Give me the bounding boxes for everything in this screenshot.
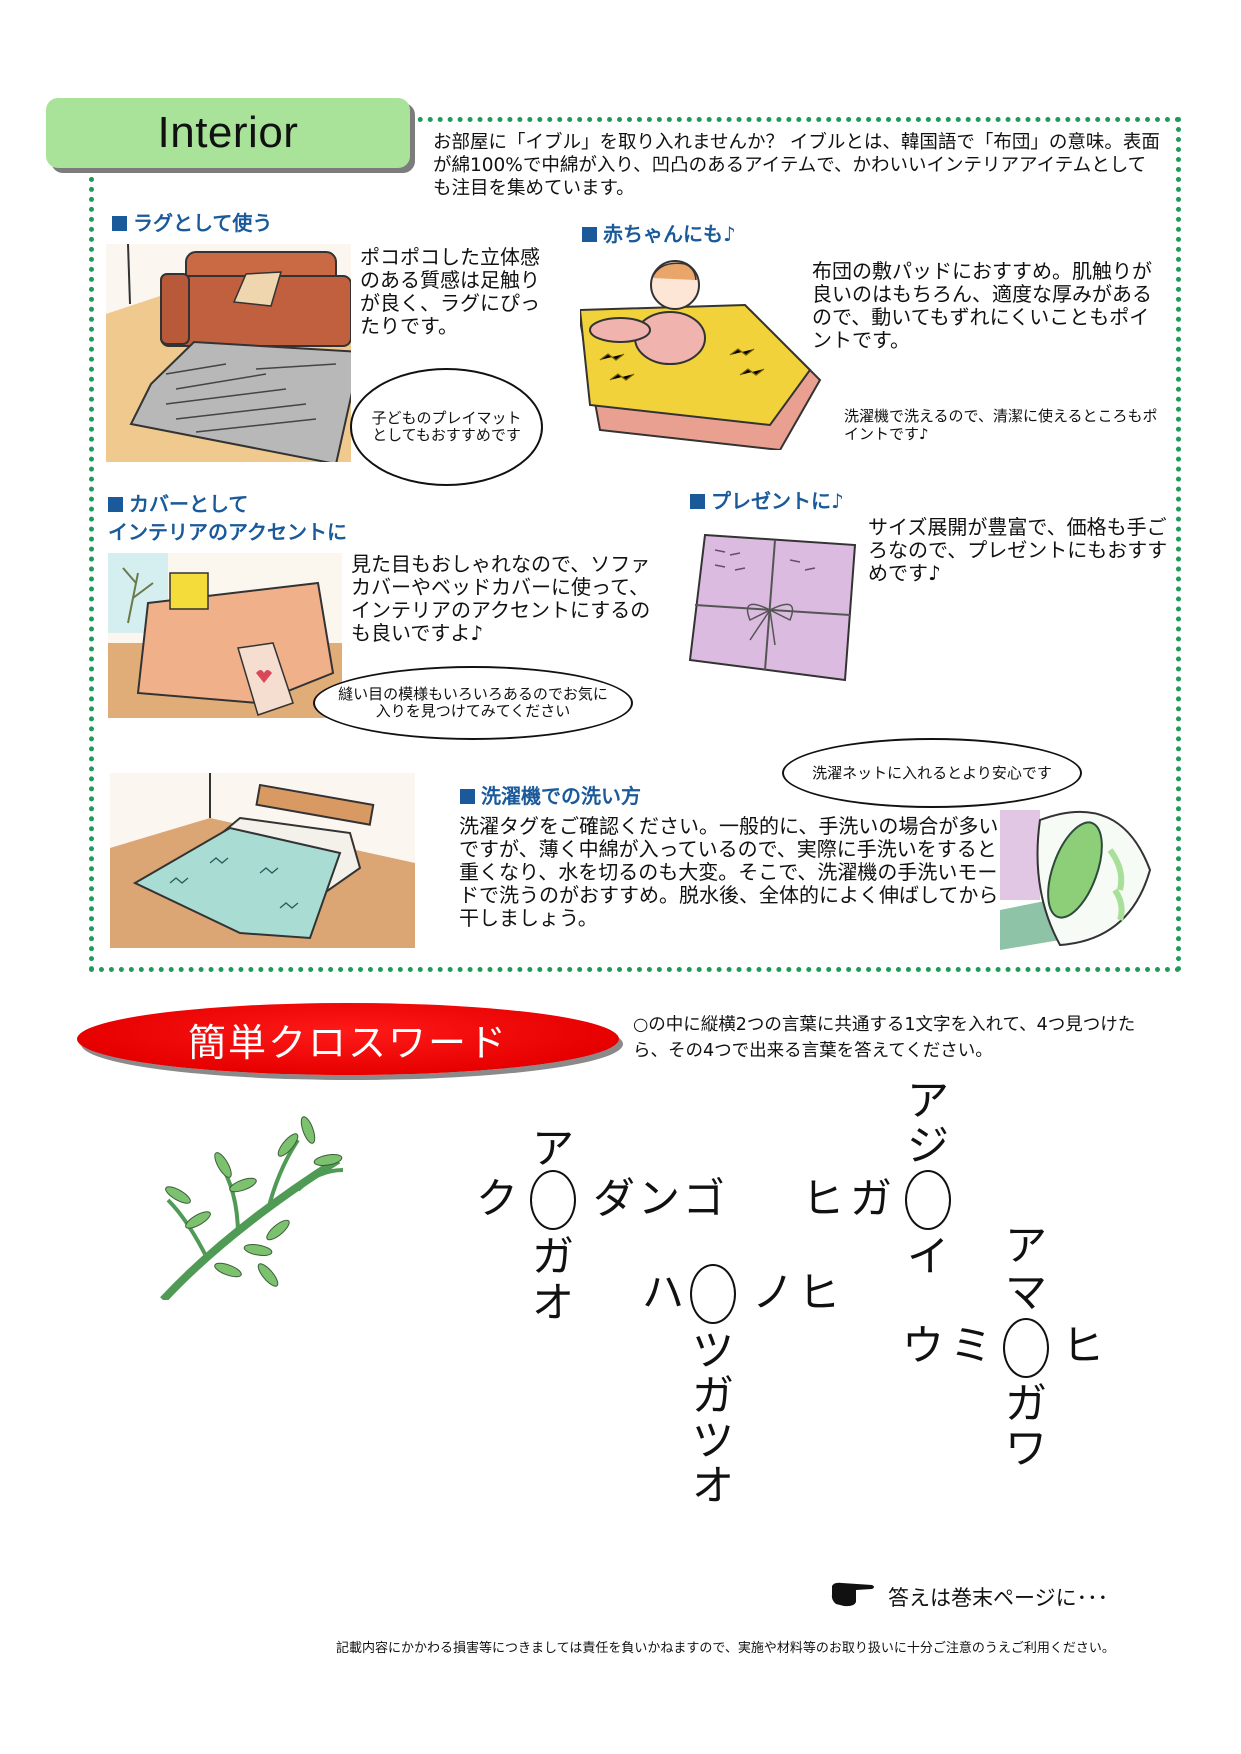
puzzle-4-right-char: ヒ — [1061, 1321, 1104, 1370]
puzzle-3-left-char: ヒ — [801, 1174, 844, 1223]
section-heading-washing: 洗濯機での洗い方 — [460, 782, 641, 810]
puzzle-2-answer-circle[interactable] — [690, 1264, 736, 1324]
puzzle-2-down-char: ツ — [691, 1326, 734, 1375]
bed-illustration — [110, 773, 415, 948]
disclaimer: 記載内容にかかわる損害等につきましては責任を負いかねますので、実施や材料等のお取… — [336, 1641, 1115, 1656]
puzzle-1-right-char: ダ — [592, 1174, 635, 1223]
puzzle-2-down-char: オ — [691, 1461, 734, 1510]
speech-bubble-washing: 洗濯ネットに入れるとより安心です — [782, 738, 1082, 808]
laundry-net-illustration — [1000, 790, 1160, 950]
puzzle-1-right-char: ゴ — [682, 1174, 725, 1223]
section-body-baby: 布団の敷パッドにおすすめ。肌触りが良いのはもちろん、適度な厚みがあるので、動いて… — [812, 259, 1152, 352]
square-bullet-icon — [112, 216, 127, 231]
square-bullet-icon — [108, 497, 123, 512]
section-body-present: サイズ展開が豊富で、価格も手ごろなので、プレゼントにもおすすめです♪ — [868, 515, 1168, 585]
puzzle-3-left-char: ガ — [849, 1174, 892, 1223]
interior-intro: お部屋に「イブル」を取り入れませんか？ イブルとは、韓国語で「布団」の意味。表面… — [433, 132, 1160, 199]
puzzle-1-answer-circle[interactable] — [530, 1170, 576, 1230]
sofa-cover-illustration — [108, 553, 342, 718]
puzzle-3-up-char: ア — [906, 1076, 949, 1125]
section-body-rug: ポコポコした立体感のある質感は足触りが良く、ラグにぴったりです。 — [360, 245, 540, 338]
square-bullet-icon — [690, 494, 705, 509]
puzzle-4-down-char: ワ — [1004, 1424, 1047, 1473]
puzzle-3-answer-circle[interactable] — [905, 1170, 951, 1230]
puzzle-4-left-char: ミ — [949, 1321, 992, 1370]
section-heading-cover: カバーとして インテリアのアクセントに — [108, 492, 347, 544]
sofa-rug-illustration — [106, 244, 351, 462]
interior-title: Interior — [157, 108, 299, 157]
puzzle-4-left-char: ウ — [901, 1321, 944, 1370]
square-bullet-icon — [460, 789, 475, 804]
section-body-washing: 洗濯タグをご確認ください。一般的に、手洗いの場合が多いですが、薄く中綿が入ってい… — [459, 814, 999, 930]
puzzle-2-right-char: ノ — [751, 1268, 794, 1317]
puzzle-4-up-char: ア — [1004, 1221, 1047, 1270]
puzzle-2-down-char: ガ — [691, 1371, 734, 1420]
interior-dotted-frame — [89, 117, 1181, 972]
puzzle-1-down-char: オ — [531, 1278, 574, 1327]
puzzle-1-right-char: ン — [637, 1174, 680, 1223]
puzzle-3-down-char: イ — [906, 1232, 949, 1281]
puzzle-4-up-char: マ — [1004, 1268, 1047, 1317]
puzzle-4-down-char: ガ — [1004, 1379, 1047, 1428]
puzzle-3-up-char: ジ — [906, 1121, 949, 1170]
puzzle-1-up-char: ア — [531, 1124, 574, 1173]
leaf-branch-illustration — [148, 1100, 348, 1300]
speech-bubble-cover: 縫い目の模様もいろいろあるのでお気に入りを見つけてみてください — [313, 666, 633, 740]
section-heading-present: プレゼントに♪ — [690, 487, 844, 515]
puzzle-2-left-char: ハ — [641, 1268, 684, 1317]
speech-bubble-rug: 子どものプレイマットとしてもおすすめです — [350, 368, 543, 486]
puzzle-1-left-char: ク — [475, 1174, 518, 1223]
crossword-title: 簡単クロスワード — [187, 1020, 508, 1065]
crossword-banner: 簡単クロスワード — [77, 1003, 619, 1075]
section-body-cover: 見た目もおしゃれなので、ソファカバーやベッドカバーに使って、インテリアのアクセン… — [351, 552, 651, 645]
baby-pad-illustration — [580, 260, 830, 450]
puzzle-2-right-char: ヒ — [797, 1268, 840, 1317]
puzzle-2-down-char: ツ — [691, 1416, 734, 1465]
crossword-instructions: ○の中に縦横2つの言葉に共通する1文字を入れて、4つ見つけたら、その4つで出来る… — [633, 1015, 1136, 1061]
square-bullet-icon — [582, 227, 597, 242]
section-heading-baby: 赤ちゃんにも♪ — [582, 220, 736, 248]
puzzle-1-down-char: ガ — [531, 1232, 574, 1281]
gift-illustration — [680, 520, 870, 690]
section-note-baby: 洗濯機で洗えるので、清潔に使えるところもポイントです♪ — [844, 407, 1158, 443]
section-heading-rug: ラグとして使う — [112, 209, 272, 237]
puzzle-4-answer-circle[interactable] — [1003, 1318, 1049, 1378]
interior-title-tab: Interior — [46, 98, 410, 168]
answer-hint: 答えは巻末ページに･･･ — [888, 1586, 1109, 1610]
pointing-hand-icon — [830, 1580, 876, 1612]
